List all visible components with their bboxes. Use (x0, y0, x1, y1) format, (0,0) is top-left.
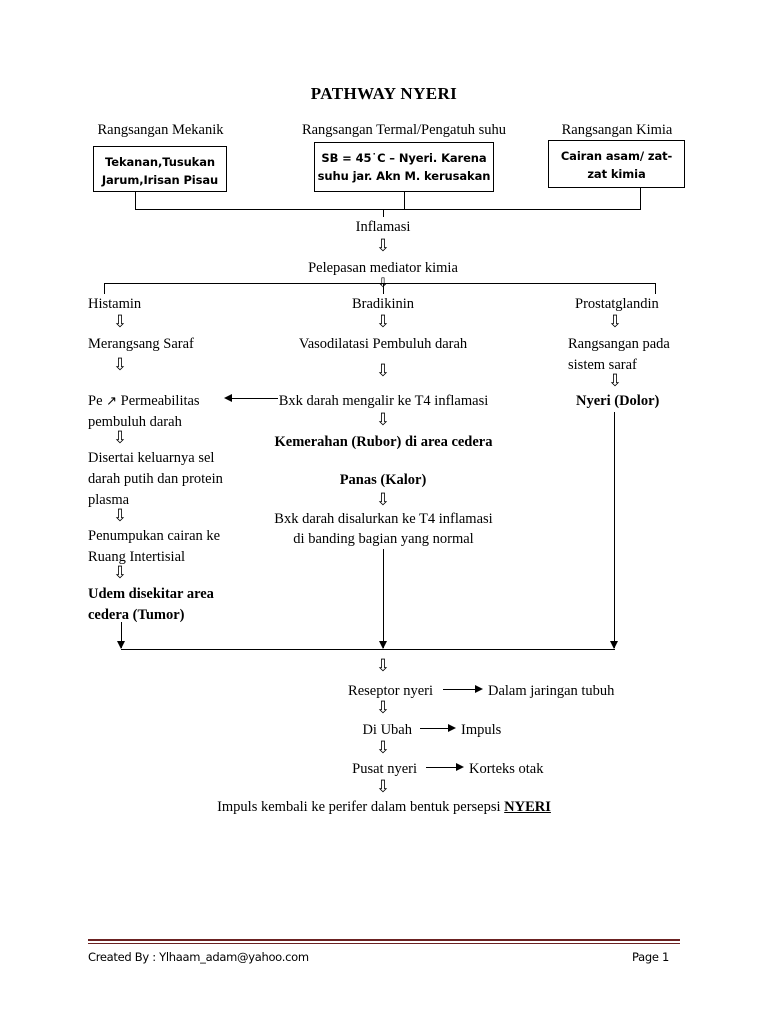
stimulus-box-termal-line1: SB = 45˙C – Nyeri. Karena (321, 151, 487, 165)
stimulus-box-kimia: Cairan asam/ zat- zat kimia (548, 140, 685, 188)
down-arrow-icon: ⇩ (112, 563, 128, 583)
stimulus-box-termal-line2: suhu jar. Akn M. kerusakan (317, 168, 491, 183)
down-arrow-icon: ⇩ (112, 506, 128, 526)
node-bxk-mengalir: Bxk darah mengalir ke T4 inflamasi (278, 393, 489, 409)
arrow-head-left-icon (224, 394, 232, 402)
up-right-arrow-icon: ↗ (106, 394, 118, 409)
node-bradikinin: Bradikinin (351, 296, 415, 312)
stimulus-box-mekanik: Tekanan,Tusukan Jarum,Irisan Pisau (93, 146, 227, 192)
node-merangsang-saraf: Merangsang Saraf (88, 336, 194, 352)
connector-bus-to-histamin (104, 283, 105, 294)
node-disalurkan-line2: di banding bagian yang normal (293, 531, 474, 547)
node-korteks-otak: Korteks otak (469, 761, 544, 777)
permeabilitas-label: Permeabilitas (120, 393, 200, 409)
connector-reseptor-to-jaringan (443, 689, 477, 690)
node-rangsangan-sistem-saraf-line1: Rangsangan pada (568, 336, 670, 352)
node-disertai-line2: darah putih dan protein (88, 471, 223, 487)
stimulus-box-termal: SB = 45˙C – Nyeri. Karena suhu jar. Akn … (314, 142, 494, 192)
impuls-kembali-emphasis: NYERI (504, 799, 551, 815)
down-arrow-icon: ⇩ (607, 312, 623, 332)
stimulus-box-mekanik-line1: Tekanan,Tusukan (105, 155, 215, 169)
down-arrow-icon: ⇩ (375, 738, 391, 758)
node-impuls: Impuls (461, 722, 502, 738)
node-reseptor-nyeri: Reseptor nyeri (348, 683, 433, 699)
down-arrow-icon: ⇩ (375, 361, 391, 381)
connector-merge-bus (121, 649, 615, 650)
node-di-ubah: Di Ubah (362, 722, 412, 738)
node-udem-line1: Udem disekitar area (88, 586, 214, 602)
down-arrow-icon: ⇩ (375, 490, 391, 510)
node-prostatglandin: Prostatglandin (575, 296, 659, 312)
node-disertai-line3: plasma (88, 492, 130, 508)
node-impuls-kembali: Impuls kembali ke perifer dalam bentuk p… (134, 797, 634, 817)
connector-termal-drop (404, 192, 405, 209)
down-arrow-icon: ⇩ (607, 371, 623, 391)
connector-middle-branch-down (383, 549, 384, 648)
node-dalam-jaringan-tubuh: Dalam jaringan tubuh (488, 683, 615, 699)
arrow-head-down-icon (610, 641, 618, 649)
node-inflamasi: Inflamasi (355, 219, 411, 235)
node-rangsangan-sistem-saraf-line2: sistem saraf (568, 357, 637, 373)
permeabilitas-prefix: Pe (88, 393, 103, 409)
heading-rangsangan-termal: Rangsangan Termal/Pengatuh suhu (301, 122, 507, 138)
node-panas-kalor: Panas (Kalor) (339, 472, 427, 488)
arrow-head-right-icon (456, 763, 464, 771)
node-disertai-line1: Disertai keluarnya sel (88, 450, 215, 466)
arrow-head-down-icon (117, 641, 125, 649)
connector-bus-to-inflamasi (383, 209, 384, 217)
connector-left-branch-down (121, 622, 122, 648)
down-arrow-icon: ⇩ (375, 410, 391, 430)
node-histamin: Histamin (88, 296, 142, 312)
connector-mekanik-drop (135, 192, 136, 209)
node-pusat-nyeri: Pusat nyeri (352, 761, 417, 777)
connector-bus-to-bradikinin (383, 283, 384, 294)
connector-pusat-to-korteks (426, 767, 458, 768)
footer-divider (88, 939, 680, 944)
down-arrow-icon: ⇩ (375, 698, 391, 718)
impuls-kembali-prefix: Impuls kembali ke perifer dalam bentuk p… (217, 799, 505, 815)
arrow-head-down-icon (379, 641, 387, 649)
connector-bus-to-prostatglandin (655, 283, 656, 294)
down-arrow-icon: ⇩ (112, 312, 128, 332)
footer-page-number: Page 1 (632, 950, 670, 964)
stimulus-box-kimia-line2: zat kimia (587, 166, 646, 181)
down-arrow-icon: ⇩ (375, 777, 391, 797)
connector-right-branch-down (614, 412, 615, 648)
stimulus-box-mekanik-line2: Jarum,Irisan Pisau (101, 172, 219, 187)
footer-created-by: Created By : Ylhaam_adam@yahoo.com (88, 950, 309, 964)
connector-diubah-to-impuls (420, 728, 450, 729)
down-arrow-icon: ⇩ (112, 355, 128, 375)
connector-kimia-drop (640, 188, 641, 209)
connector-mengalir-to-permeabilitas (232, 398, 278, 399)
down-arrow-icon: ⇩ (375, 236, 391, 256)
down-arrow-icon: ⇩ (375, 312, 391, 332)
connector-mediator-bus (104, 283, 655, 284)
down-arrow-icon: ⇩ (112, 428, 128, 448)
node-penumpukan-line1: Penumpukan cairan ke (88, 528, 221, 544)
node-vasodilatasi: Vasodilatasi Pembuluh darah (298, 336, 468, 352)
node-pelepasan-mediator-kimia: Pelepasan mediator kimia (308, 260, 458, 276)
node-udem-line2: cedera (Tumor) (88, 607, 185, 623)
arrow-head-right-icon (475, 685, 483, 693)
heading-rangsangan-kimia: Rangsangan Kimia (561, 122, 673, 138)
node-disalurkan-line1: Bxk darah disalurkan ke T4 inflamasi (274, 511, 493, 527)
node-permeabilitas-line2: pembuluh darah (88, 414, 182, 430)
page-title: PATHWAY NYERI (310, 84, 458, 103)
node-permeabilitas: Pe ↗ Permeabilitas (88, 391, 200, 411)
arrow-head-right-icon (448, 724, 456, 732)
down-arrow-icon: ⇩ (375, 656, 391, 676)
stimulus-box-kimia-line1: Cairan asam/ zat- (560, 149, 673, 163)
node-kemerahan-rubor: Kemerahan (Rubor) di area cedera (274, 434, 493, 450)
node-nyeri-dolor: Nyeri (Dolor) (576, 393, 660, 409)
connector-stimuli-bus (135, 209, 641, 210)
heading-rangsangan-mekanik: Rangsangan Mekanik (97, 122, 224, 138)
node-penumpukan-line2: Ruang Intertisial (88, 549, 186, 565)
